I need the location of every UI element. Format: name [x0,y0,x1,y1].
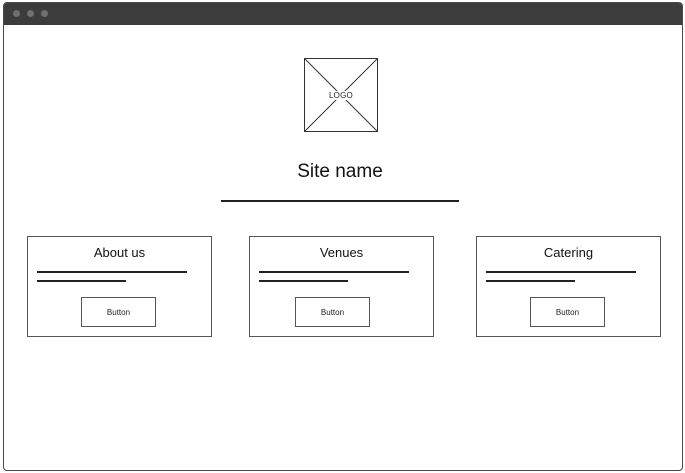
site-name: Site name [297,161,383,182]
logo-placeholder: LOGO [304,58,378,132]
card-catering: Catering Button [476,236,661,337]
text-placeholder-line [259,280,348,282]
site-name-underline [221,200,459,202]
venues-button[interactable]: Button [295,297,370,327]
image-placeholder-icon [304,58,378,132]
text-placeholder-line [486,271,636,273]
window-minimize-dot[interactable] [27,10,34,17]
card-venues: Venues Button [249,236,434,337]
text-placeholder-line [259,271,409,273]
text-placeholder-line [37,280,126,282]
browser-window: LOGO Site name About us Button Venues Bu… [3,2,683,471]
card-title: Catering [543,245,594,260]
card-title: Venues [319,245,364,260]
logo-text: LOGO [328,90,354,100]
window-maximize-dot[interactable] [41,10,48,17]
title-bar [4,3,682,25]
card-title: About us [93,245,146,260]
text-placeholder-line [37,271,187,273]
about-us-button[interactable]: Button [81,297,156,327]
catering-button[interactable]: Button [530,297,605,327]
window-close-dot[interactable] [13,10,20,17]
text-placeholder-line [486,280,575,282]
card-about-us: About us Button [27,236,212,337]
